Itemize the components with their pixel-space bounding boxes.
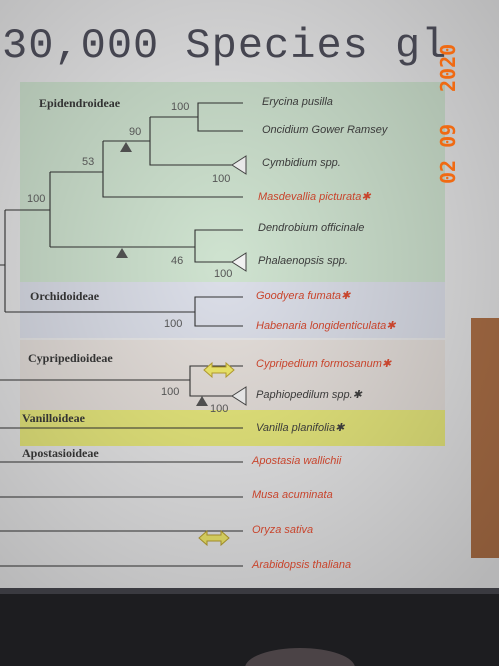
bootstrap-value: 46 (171, 255, 184, 267)
slide-title: 30,000 Species gl (2, 22, 448, 70)
taxon-label: Oncidium Gower Ramsey (262, 124, 388, 136)
screen-bottom-strip (0, 588, 499, 594)
bootstrap-value: 100 (171, 101, 190, 113)
date-stamp-year: 2020 (436, 43, 460, 92)
bootstrap-value: 90 (129, 126, 142, 138)
clade-label-apostasioideae: Apostasioideae (22, 446, 99, 460)
head-silhouette (245, 648, 355, 666)
taxon-label: Arabidopsis thaliana (252, 559, 352, 571)
bootstrap-value: 100 (164, 318, 183, 330)
clade-label-vanilloideae: Vanilloideae (22, 411, 85, 425)
clade-label-orchidoideae: Orchidoideae (30, 289, 100, 303)
bootstrap-value: 100 (214, 268, 233, 280)
taxon-label: Cypripedium formosanum✱ (256, 358, 392, 370)
taxon-label: Apostasia wallichii (252, 455, 342, 467)
taxon-label: Musa acuminata (252, 489, 333, 501)
taxon-label: Cymbidium spp. (262, 157, 341, 169)
taxon-label: Oryza sativa (252, 524, 314, 536)
clade-label-epidendroideae: Epidendroideae (39, 96, 121, 110)
taxon-label: Masdevallia picturata✱ (258, 191, 371, 203)
photo-vignette (0, 0, 499, 588)
taxon-label: Erycina pusilla (262, 96, 333, 108)
taxon-label: Phalaenopsis spp. (258, 255, 348, 267)
bootstrap-value: 100 (210, 403, 229, 415)
taxon-label: Vanilla planifolia✱ (256, 422, 345, 434)
taxon-label: Habenaria longidenticulata✱ (256, 320, 396, 332)
room-background (0, 588, 499, 666)
bootstrap-value: 100 (212, 173, 231, 185)
taxon-label: Goodyera fumata✱ (256, 290, 351, 302)
bootstrap-value: 53 (82, 156, 95, 168)
clade-label-cypripedioideae: Cypripedioideae (28, 351, 113, 365)
date-stamp-day: 02 09 (436, 123, 460, 184)
bootstrap-value: 100 (161, 386, 180, 398)
taxon-label: Paphiopedilum spp.✱ (256, 389, 362, 401)
bootstrap-value: 100 (27, 193, 46, 205)
taxon-label: Dendrobium officinale (258, 222, 365, 234)
